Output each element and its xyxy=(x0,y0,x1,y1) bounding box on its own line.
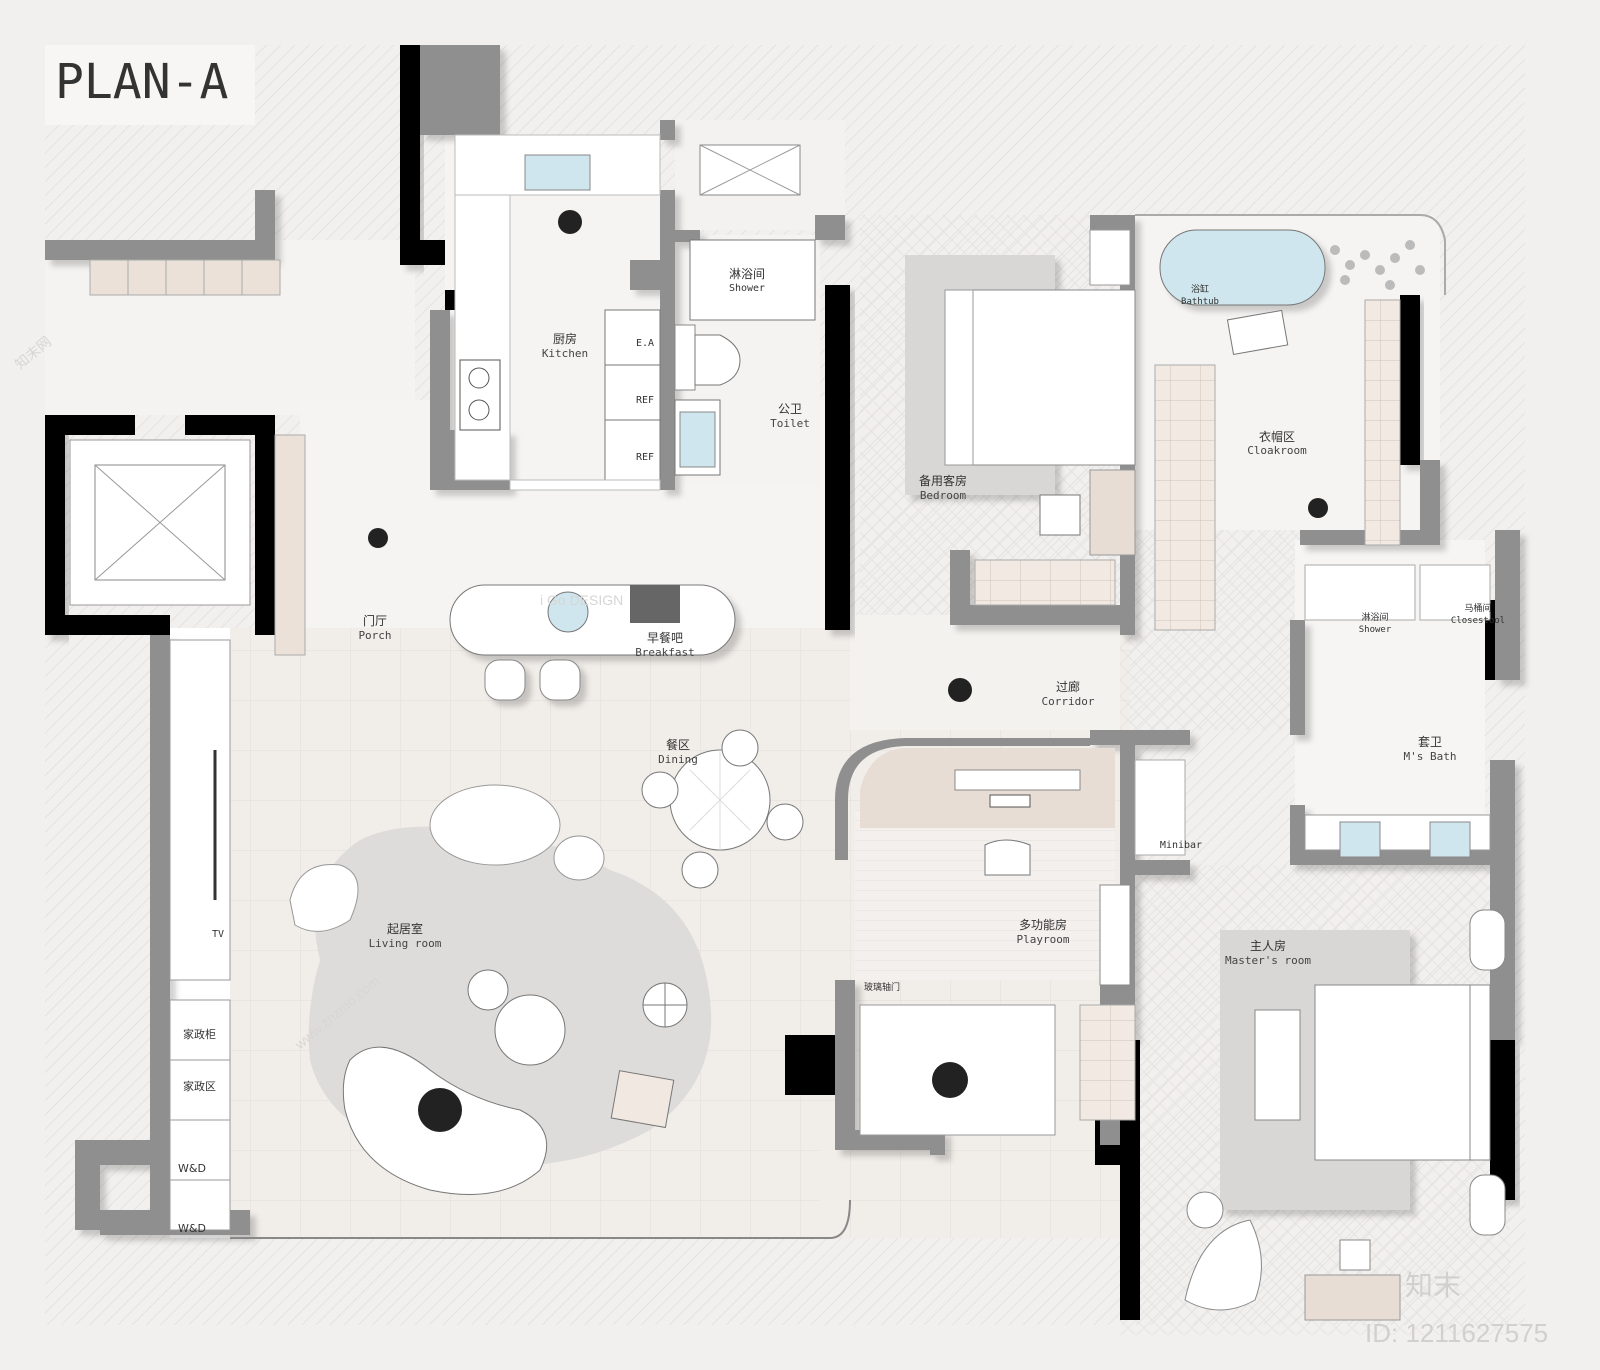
east-outline xyxy=(1135,214,1446,295)
master-bath-fixtures xyxy=(1304,564,1491,858)
ea-label: E.A xyxy=(636,338,654,349)
porch-cabinets xyxy=(89,259,306,656)
guest-bedroom-label-cn: 备用客房 xyxy=(919,473,967,488)
minibar-label: Minibar xyxy=(1160,840,1202,851)
balcony-outline xyxy=(230,1199,851,1239)
kitchen-label-en: Kitchen xyxy=(542,347,588,360)
kitchen-label-cn: 厨房 xyxy=(553,331,577,346)
person-markers xyxy=(368,210,1328,702)
breakfast-label-cn: 早餐吧 xyxy=(647,630,683,645)
breakfast-label-en: Breakfast xyxy=(635,646,695,659)
playroom-label-en: Playroom xyxy=(1017,933,1070,946)
ref-label-2: REF xyxy=(636,452,654,463)
toilet-fixtures xyxy=(674,144,816,476)
ref-label-1: REF xyxy=(636,395,654,406)
corridor-label-en: Corridor xyxy=(1042,695,1095,708)
master-label-cn: 主人房 xyxy=(1250,938,1286,953)
dining-label-cn: 餐区 xyxy=(666,737,690,752)
toilet-label-cn: 公卫 xyxy=(778,402,802,416)
master-shower-label-cn: 淋浴间 xyxy=(1361,611,1388,623)
closestool-label-en: Closestool xyxy=(1451,616,1505,626)
master-shower-label-en: Shower xyxy=(1359,625,1392,635)
tv-label: TV xyxy=(212,929,224,940)
master-bedroom-furniture xyxy=(1184,909,1506,1321)
housekeeping-area-label: 家政区 xyxy=(183,1079,216,1093)
shower-label-en: Shower xyxy=(729,283,765,294)
master-bath-label-en: M's Bath xyxy=(1404,750,1457,763)
master-label-en: Master's room xyxy=(1225,954,1311,967)
bathtub-label-en: Bathtub xyxy=(1181,297,1219,307)
fixture-labels: E.A REF REF TV Minibar 玻璃轴门 家政柜 家政区 W&D … xyxy=(178,338,1202,1235)
playroom-label-cn: 多功能房 xyxy=(1019,917,1067,932)
bathtub-label-cn: 浴缸 xyxy=(1191,283,1209,295)
title-block-bg xyxy=(45,45,255,125)
studio-watermark: i Go DESIGN xyxy=(540,592,623,608)
closestool-label-cn: 马桶间 xyxy=(1464,602,1491,614)
porch-label-cn: 门厅 xyxy=(363,613,387,628)
dining-set xyxy=(641,729,804,889)
cloakroom-label-en: Cloakroom xyxy=(1247,444,1307,457)
shower-label-cn: 淋浴间 xyxy=(729,267,765,281)
dining-label-en: Dining xyxy=(658,753,698,766)
glass-door-label: 玻璃轴门 xyxy=(864,981,900,993)
living-room-furniture xyxy=(289,784,712,1195)
partition-walls xyxy=(45,45,1520,1235)
bathtub-area xyxy=(1159,229,1425,546)
cloakroom-label-cn: 衣帽区 xyxy=(1259,429,1295,444)
elevator-shaft xyxy=(69,439,251,606)
logo-watermark: 知末 xyxy=(1405,1270,1461,1301)
tv-wall xyxy=(169,639,231,1231)
plan-title: PLAN-A xyxy=(55,54,228,110)
playroom-furniture xyxy=(859,748,1186,1136)
housekeeping-cabinet-label: 家政柜 xyxy=(183,1027,216,1041)
living-label-en: Living room xyxy=(369,937,442,950)
wd-label-2: W&D xyxy=(178,1222,206,1235)
master-bath-label-cn: 套卫 xyxy=(1418,735,1442,749)
id-watermark: ID: 1211627575 xyxy=(1365,1318,1548,1348)
guest-bedroom-label-en: Bedroom xyxy=(920,489,967,502)
living-label-cn: 起居室 xyxy=(387,921,423,936)
playroom-curved-wall xyxy=(835,738,1090,860)
breakfast-bar xyxy=(449,584,736,701)
porch-label-en: Porch xyxy=(358,629,391,642)
toilet-label-en: Toilet xyxy=(770,417,810,430)
wd-label-1: W&D xyxy=(178,1162,206,1175)
kitchen-fixtures xyxy=(454,134,661,491)
corridor-label-cn: 过廊 xyxy=(1056,679,1080,694)
room-labels: 厨房 Kitchen 淋浴间 Shower 公卫 Toilet 备用客房 Bed… xyxy=(358,267,1505,967)
guest-bedroom-furniture xyxy=(905,229,1216,631)
